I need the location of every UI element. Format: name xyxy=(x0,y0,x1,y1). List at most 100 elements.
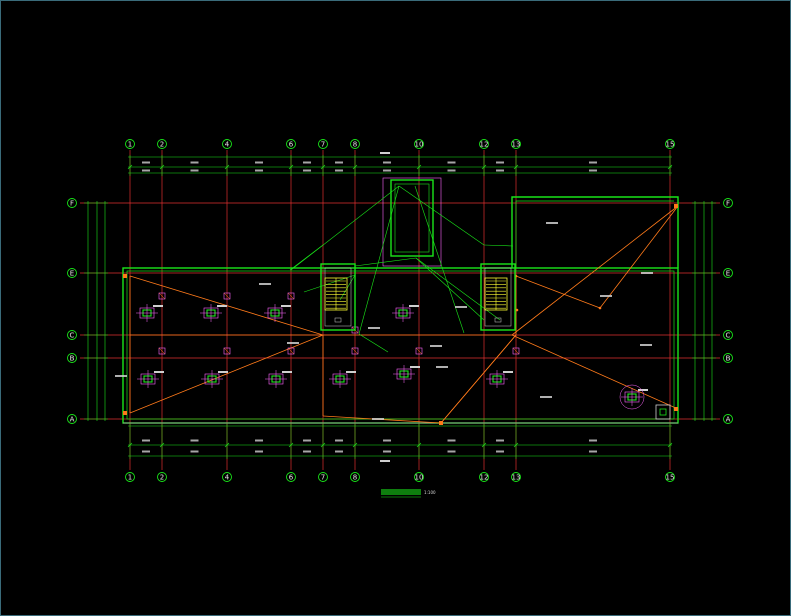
axis-bubble-bottom-4: 4 xyxy=(222,472,232,482)
dim-value-mark xyxy=(142,439,150,442)
axis-bubble-circle xyxy=(67,353,77,363)
dim-slash xyxy=(667,442,673,448)
dim-slash xyxy=(352,442,358,448)
stair-landing-mark xyxy=(494,317,502,323)
axis-bubble-circle xyxy=(511,472,521,482)
dim-value-mark xyxy=(383,450,391,453)
equipment-block-5 xyxy=(137,370,164,388)
note-mark xyxy=(436,366,448,368)
dim-slash xyxy=(224,164,230,170)
equipment-block-10 xyxy=(486,370,513,388)
axis-bubble-right-C: C xyxy=(723,330,733,340)
dim-value-mark xyxy=(142,169,150,172)
axis-bubble-label: 4 xyxy=(225,473,230,481)
axis-bubble-label: C xyxy=(726,331,731,339)
axis-bubble-left-F: F xyxy=(67,198,77,208)
equipment-label-mark xyxy=(153,305,163,307)
axis-bubble-circle xyxy=(318,472,328,482)
dim-value-mark xyxy=(190,161,199,164)
axis-bubble-bottom-8: 8 xyxy=(350,472,360,482)
equipment-label-mark xyxy=(282,371,292,373)
equipment-blocks xyxy=(115,222,671,420)
axis-bubble-circle xyxy=(665,472,675,482)
dim-slash xyxy=(513,164,519,170)
axis-bubble-label: C xyxy=(70,331,75,339)
dim-value-mark xyxy=(303,439,311,442)
axis-bubble-right-F: F xyxy=(723,198,733,208)
axis-bubble-label: 4 xyxy=(225,140,230,148)
axis-bubble-bottom-12: 12 xyxy=(479,472,489,482)
axis-bubble-bottom-2: 2 xyxy=(157,472,167,482)
roof-box xyxy=(390,179,434,257)
valve-tag xyxy=(223,347,231,355)
note-mark xyxy=(430,345,442,347)
dim-value-mark xyxy=(190,169,199,172)
axis-bubble-bottom-13: 13 xyxy=(511,472,521,482)
dim-slash xyxy=(288,442,294,448)
dim-value-mark xyxy=(383,169,391,172)
dim-value-mark xyxy=(496,439,504,442)
leader-line xyxy=(398,185,485,246)
axis-bubble-top-15: 15 xyxy=(665,139,675,149)
axis-bubble-circle xyxy=(67,268,77,278)
axis-bubble-label: B xyxy=(70,354,75,362)
dimension-chains xyxy=(84,152,716,462)
dim-value-mark xyxy=(255,450,263,453)
dim-slash xyxy=(416,442,422,448)
dim-slash xyxy=(481,164,487,170)
axis-bubble-label: 7 xyxy=(321,473,325,481)
axis-bubble-label: E xyxy=(70,269,74,277)
dim-value-mark xyxy=(335,450,343,453)
leader-line xyxy=(358,333,389,353)
equipment-block-8 xyxy=(329,370,356,388)
dim-slash xyxy=(481,442,487,448)
stairwells xyxy=(320,263,516,331)
equipment-label-mark xyxy=(409,305,419,307)
axis-bubble-circle xyxy=(67,330,77,340)
leader-line xyxy=(289,244,324,271)
dim-value-mark xyxy=(255,161,263,164)
axis-bubble-circle xyxy=(723,198,733,208)
axis-bubble-label: 7 xyxy=(321,140,325,148)
note-mark xyxy=(540,396,552,398)
valve-tag xyxy=(512,347,520,355)
equipment-block-6 xyxy=(201,370,228,388)
axis-bubble-label: 12 xyxy=(480,473,489,481)
axis-bubble-circle xyxy=(511,139,521,149)
valve-mark xyxy=(415,347,423,355)
axis-bubble-label: 8 xyxy=(353,140,357,148)
axis-bubble-circle xyxy=(222,472,232,482)
dim-slash xyxy=(159,164,165,170)
leader-line xyxy=(354,257,417,267)
dim-slash xyxy=(416,164,422,170)
axis-bubble-label: 13 xyxy=(512,473,521,481)
outline-east-wing xyxy=(511,196,679,268)
leader-line xyxy=(339,274,356,301)
axis-bubble-label: 6 xyxy=(289,473,294,481)
dim-value-mark xyxy=(255,169,263,172)
valve-tag xyxy=(287,292,295,300)
axis-bubble-label: E xyxy=(726,269,730,277)
pipe-segment xyxy=(511,205,679,336)
axis-bubble-label: 15 xyxy=(666,140,675,148)
outline-east-wing-inner xyxy=(515,200,674,268)
axis-bubble-label: 13 xyxy=(512,140,521,148)
pipe-segment xyxy=(440,334,517,424)
axis-bubble-top-8: 8 xyxy=(350,139,360,149)
equipment-block-7 xyxy=(265,370,292,388)
note-mark xyxy=(600,295,612,297)
axis-bubble-bottom-7: 7 xyxy=(318,472,328,482)
dim-value-mark xyxy=(589,161,597,164)
axis-bubble-top-6: 6 xyxy=(286,139,296,149)
axis-bubble-circle xyxy=(350,472,360,482)
dim-slash xyxy=(127,164,133,170)
valve-mark xyxy=(158,292,166,300)
outline-main-inner xyxy=(126,270,675,420)
dim-value-mark xyxy=(496,450,504,453)
pipe-node xyxy=(674,407,678,411)
axis-bubble-label: F xyxy=(726,199,730,207)
equipment-label-mark xyxy=(217,305,227,307)
axis-bubble-circle xyxy=(414,139,424,149)
axis-bubble-circle xyxy=(67,198,77,208)
equipment-clearance xyxy=(619,384,645,410)
